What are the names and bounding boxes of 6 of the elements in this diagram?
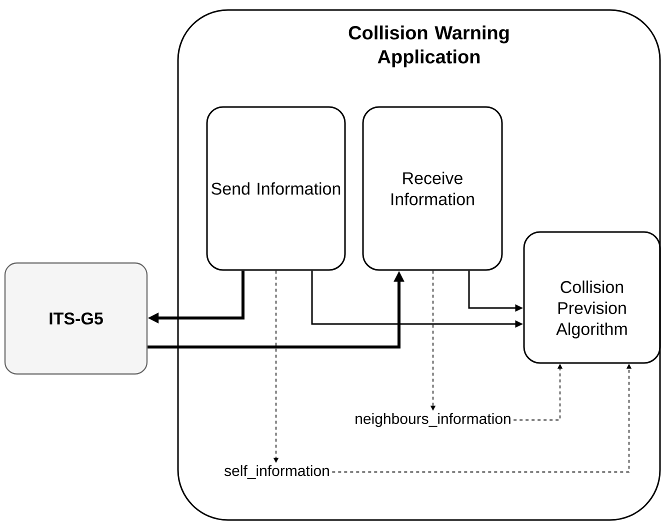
interface-box: ITS-G5	[4, 262, 148, 375]
data-label: neighbours_information	[356, 413, 510, 427]
process-box: Receive Information	[362, 106, 503, 271]
process-box: Send Information	[206, 106, 346, 271]
data-label: self_information	[224, 465, 329, 479]
process-box: Collision Prevision Algorithm	[523, 231, 661, 364]
